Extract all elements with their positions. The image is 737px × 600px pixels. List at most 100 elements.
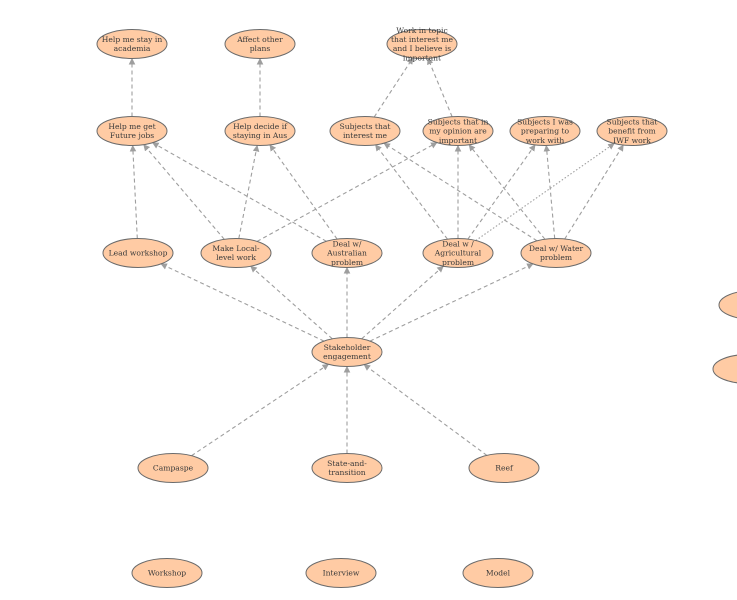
edge-interest-to-worktopic	[373, 57, 414, 118]
node-label: State-and-	[327, 459, 367, 468]
node-label: Deal w /	[442, 239, 474, 248]
node-label: problem	[331, 258, 363, 267]
node-label: and I believe is	[393, 44, 451, 53]
node-label: Help me get	[108, 122, 155, 131]
edge-agri-to-preparing	[467, 144, 536, 240]
node-label: Help decide if	[233, 122, 288, 131]
edge-agri-to-interest	[375, 144, 448, 240]
node-ellipse	[311, 453, 383, 483]
node-ellipse	[137, 453, 209, 483]
node-ellipse	[462, 558, 534, 588]
edge-reef-to-stakeholder	[363, 364, 488, 456]
edge-agri-to-benefit	[475, 143, 615, 241]
node-label: Deal w/ Water	[529, 244, 584, 253]
node-label: Interview	[323, 569, 360, 578]
edge-local-to-decide	[238, 144, 260, 239]
node-label: work with	[526, 136, 565, 145]
node-ellipse	[311, 238, 383, 268]
edge-local-to-opinion	[256, 142, 438, 242]
node-ellipse	[131, 558, 203, 588]
node-interview: Interview	[305, 558, 377, 588]
node-ellipse	[305, 558, 377, 588]
node-label: interest me	[343, 131, 388, 140]
node-label: Australian	[326, 249, 367, 258]
node-lea: Lea	[712, 354, 737, 384]
node-ellipse	[224, 29, 296, 59]
node-fir: Fir	[718, 291, 737, 319]
node-label: Workshop	[148, 569, 186, 578]
node-campaspe: Campaspe	[137, 453, 209, 483]
node-label: Future jobs	[110, 131, 154, 140]
node-ellipse	[224, 116, 296, 146]
node-label: Help me stay in	[102, 35, 163, 44]
node-label: problem	[540, 253, 572, 262]
node-label: problem	[442, 258, 474, 267]
node-ellipse	[200, 238, 272, 268]
edge-stakeholder-to-water	[369, 263, 534, 342]
node-ellipse	[329, 116, 401, 146]
node-label: Campaspe	[153, 464, 194, 473]
node-ellipse	[422, 238, 494, 268]
node-ellipse	[102, 238, 174, 268]
node-label: engagement	[323, 352, 371, 361]
edge-local-to-future	[143, 144, 225, 240]
node-label: plans	[250, 44, 271, 53]
node-workshop: Workshop	[131, 558, 203, 588]
node-ellipse	[96, 116, 168, 146]
node-ellipse	[386, 29, 458, 59]
edge-water-to-interest	[383, 142, 538, 242]
node-label: Subjects that in	[428, 117, 489, 126]
edge-opinion-to-worktopic	[427, 57, 453, 117]
node-label: Reef	[495, 464, 514, 473]
node-label: preparing to	[521, 127, 570, 136]
node-local: Make Local-level work	[200, 238, 272, 268]
edge-water-to-opinion	[468, 144, 546, 240]
node-ellipse	[718, 291, 737, 319]
node-label: my opinion are	[429, 127, 487, 136]
node-label: Make Local-	[212, 244, 260, 253]
node-label: IWF work	[613, 136, 651, 145]
node-ellipse	[509, 116, 581, 146]
edges-layer	[128, 57, 624, 457]
edge-campaspe-to-stakeholder	[191, 363, 330, 457]
node-label: level work	[216, 253, 256, 262]
node-lead: Lead workshop	[102, 238, 174, 268]
node-label: benefit from	[608, 127, 655, 136]
edge-water-to-preparing	[543, 144, 556, 239]
node-label: Lead workshop	[109, 249, 168, 258]
edge-stakeholder-to-local	[250, 265, 333, 340]
node-label: transition	[328, 468, 365, 477]
node-label: important	[403, 53, 441, 62]
node-ellipse	[520, 238, 592, 268]
node-ellipse	[96, 29, 168, 59]
node-label: important	[439, 136, 477, 145]
edge-stakeholder-to-agri	[361, 265, 444, 340]
node-ellipse	[422, 116, 494, 146]
edge-stakeholder-to-lead	[160, 263, 325, 342]
node-label: staying in Aus	[233, 131, 287, 140]
edge-water-to-benefit	[564, 144, 624, 240]
node-label: Agricultural	[434, 249, 482, 258]
node-label: Subjects that	[607, 117, 658, 126]
node-label: Deal w/	[332, 239, 361, 248]
node-ellipse	[712, 354, 737, 384]
node-label: Model	[486, 569, 511, 578]
node-state: State-and-transition	[311, 453, 383, 483]
node-ellipse	[311, 337, 383, 367]
edge-lead-to-future	[129, 144, 138, 239]
node-ellipse	[596, 116, 668, 146]
node-label: Stakeholder	[324, 343, 371, 352]
node-label: Subjects that	[340, 122, 391, 131]
